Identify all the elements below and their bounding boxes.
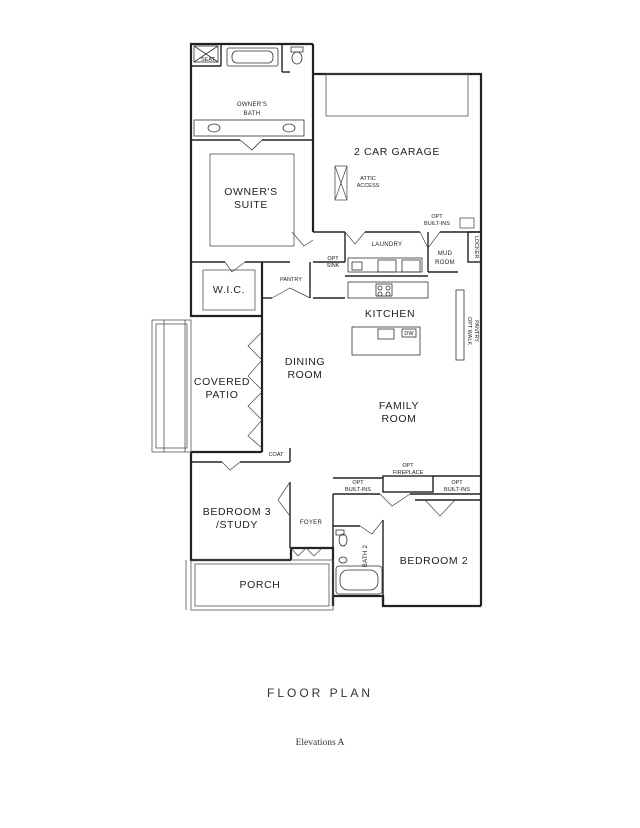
- label-pantry: PANTRY: [280, 277, 302, 283]
- label-opt-builtins-right-2: BUILT-INS: [444, 487, 470, 493]
- label-porch: PORCH: [240, 579, 281, 591]
- room-labels: SEAT OWNER'S BATH 2 CAR GARAGE ATTIC ACC…: [194, 57, 479, 591]
- label-opt-fireplace-1: OPT: [402, 463, 414, 469]
- patio-outline: [151, 319, 192, 453]
- label-opt-fireplace-2: FIREPLACE: [393, 470, 424, 476]
- label-seat: SEAT: [201, 57, 216, 63]
- label-owners-bath-2: BATH: [244, 111, 261, 117]
- label-dw: DW: [404, 331, 414, 337]
- label-attic-access-2: ACCESS: [357, 183, 380, 189]
- porch-outline: [185, 559, 334, 611]
- label-mud-room-1: MUD: [438, 251, 453, 257]
- label-foyer: FOYER: [300, 520, 323, 526]
- label-bath2: BATH 2: [363, 544, 369, 567]
- label-opt-builtins-left-2: BUILT-INS: [345, 487, 371, 493]
- label-covered-patio-2: PATIO: [206, 389, 239, 401]
- interior-walls: [191, 44, 482, 596]
- garage-bay: [325, 73, 475, 229]
- label-coat: COAT: [269, 452, 285, 458]
- kitchen-fixtures: [347, 257, 465, 361]
- elevation-caption: Elevations A: [295, 738, 345, 748]
- label-opt-sink-1: OPT: [327, 256, 339, 262]
- label-bedroom3-1: BEDROOM 3: [203, 506, 271, 518]
- label-owners-bath-1: OWNER'S: [237, 102, 267, 108]
- label-opt-builtins-garage-1: OPT: [431, 214, 443, 220]
- label-family-room-2: ROOM: [381, 413, 416, 425]
- suite-tray-ceiling: [202, 153, 295, 311]
- label-opt-walk-pantry-1: OPT WALK: [466, 317, 472, 345]
- label-mud-room-2: ROOM: [435, 260, 455, 266]
- label-dining-room-1: DINING: [285, 356, 325, 368]
- label-opt-walk-pantry-2: PANTRY: [473, 320, 479, 342]
- label-opt-builtins-right-1: OPT: [451, 480, 463, 486]
- label-owners-suite-1: OWNER'S: [224, 186, 277, 198]
- label-laundry: LAUNDRY: [372, 242, 403, 248]
- label-attic-access-1: ATTIC: [360, 176, 376, 182]
- label-covered-patio-1: COVERED: [194, 376, 250, 388]
- label-dining-room-2: ROOM: [287, 369, 322, 381]
- label-bedroom2: BEDROOM 2: [400, 555, 468, 567]
- label-bedroom3-2: /STUDY: [216, 519, 258, 531]
- door-swings: [221, 231, 456, 557]
- label-garage: 2 CAR GARAGE: [354, 146, 440, 158]
- label-locker: LOCKER: [473, 236, 479, 259]
- label-kitchen: KITCHEN: [365, 308, 415, 320]
- label-owners-suite-2: SUITE: [234, 199, 268, 211]
- owners-bath-fixtures: [193, 45, 305, 151]
- label-wic: W.I.C.: [213, 284, 245, 296]
- label-family-room-1: FAMILY: [379, 400, 419, 412]
- label-opt-builtins-left-1: OPT: [352, 480, 364, 486]
- label-opt-builtins-garage-2: BUILT-INS: [424, 221, 450, 227]
- label-opt-sink-2: SINK: [327, 263, 340, 269]
- floor-plan-title: FLOOR PLAN: [266, 686, 374, 700]
- bath2-fixtures: [335, 529, 383, 595]
